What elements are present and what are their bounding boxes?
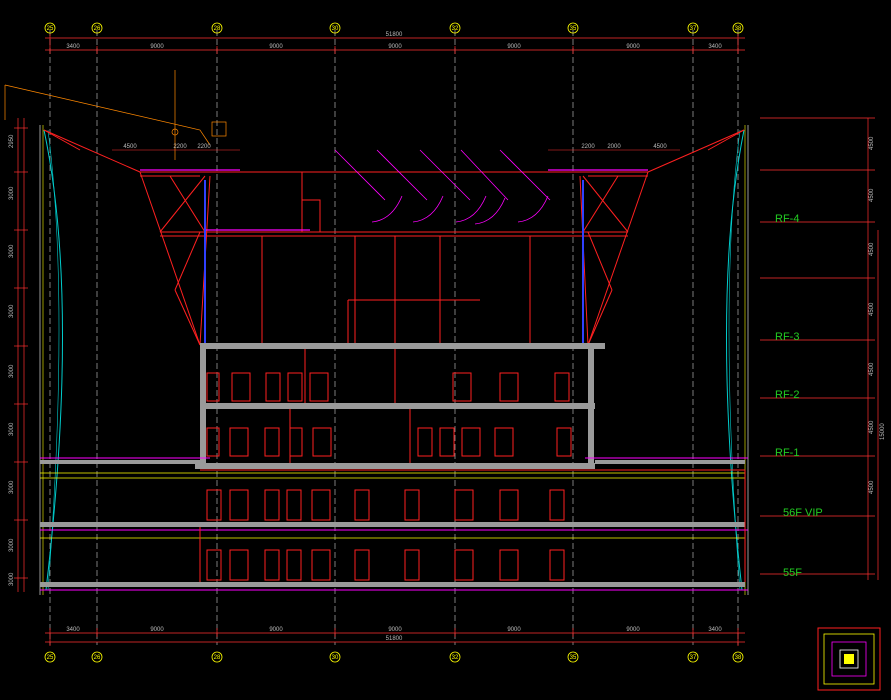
dim-text: 3000	[9, 538, 15, 552]
axis-label: 38	[735, 655, 742, 661]
right-dimension-chain	[760, 117, 879, 580]
curtain-wall-left	[39, 125, 63, 595]
dim-text: 9000	[150, 44, 164, 50]
roof-magenta-members	[140, 169, 648, 231]
dim-text: 3000	[9, 304, 15, 318]
top-dimension-lines	[45, 34, 745, 54]
yellow-lines	[40, 472, 745, 539]
grid-lines	[49, 30, 739, 645]
bottom-dimension-lines	[45, 628, 745, 646]
axis-label: 28	[214, 26, 221, 32]
dim-text: 4500	[869, 420, 875, 434]
dim-text: 3000	[9, 480, 15, 494]
level-label: 55F	[783, 567, 802, 579]
dim-text: 4500	[869, 302, 875, 316]
total-dimension-bottom: 51800	[386, 636, 403, 642]
level-label: 56F VIP	[783, 507, 823, 519]
axis-label: 26	[94, 655, 101, 661]
level-labels: RF-4 RF-3 RF-2 RF-1 56F VIP 55F	[775, 213, 823, 579]
axis-label: 32	[452, 655, 459, 661]
dim-text: 3400	[66, 627, 80, 633]
axis-label: 28	[214, 655, 221, 661]
axis-bubbles-bottom	[44, 651, 744, 663]
dim-text: 9000	[507, 44, 521, 50]
axis-labels-top: 25 26 28 30 32 35 37 38	[47, 26, 742, 32]
dim-text: 2000	[607, 144, 621, 150]
dim-text: 9000	[269, 44, 283, 50]
dim-text: 3000	[9, 422, 15, 436]
axis-label: 35	[570, 655, 577, 661]
axis-label: 35	[570, 26, 577, 32]
doors	[206, 372, 572, 581]
dim-text: 9000	[388, 627, 402, 633]
dim-text: 9000	[269, 627, 283, 633]
dim-text: 2200	[581, 144, 595, 150]
bottom-dimension-texts: 3400 9000 9000 9000 9000 9000 3400	[66, 627, 722, 633]
dim-text: 4500	[653, 144, 667, 150]
level-label: RF-4	[775, 213, 799, 225]
dim-text: 2950	[9, 134, 15, 148]
dim-text: 3000	[9, 244, 15, 258]
magenta-bands	[40, 457, 748, 591]
left-dim-texts: 2950 3000 3000 3000 3000 3000 3000 3000 …	[9, 134, 15, 586]
dim-text: 9000	[388, 44, 402, 50]
dim-text: 9000	[507, 627, 521, 633]
axis-label: 37	[690, 655, 697, 661]
axis-label: 32	[452, 26, 459, 32]
axis-labels-bottom: 25 26 28 30 32 35 37 38	[47, 655, 742, 661]
roof-truss	[43, 129, 745, 346]
dim-text: 4500	[123, 144, 137, 150]
right-dim-texts: 4500 4500 4500 4500 4500 4500 4500 15000	[869, 136, 886, 494]
top-dimension-texts: 3400 9000 9000 9000 9000 9000 3400	[66, 44, 722, 50]
dim-text: 2200	[197, 144, 211, 150]
dim-text: 4500	[869, 362, 875, 376]
key-plan	[817, 627, 881, 691]
level-label: RF-1	[775, 447, 799, 459]
dim-text: 4500	[869, 480, 875, 494]
dim-text: 4500	[869, 242, 875, 256]
dim-text: 3000	[9, 572, 15, 586]
dim-text: 3400	[708, 627, 722, 633]
axis-label: 30	[332, 655, 339, 661]
dim-text: 2200	[173, 144, 187, 150]
axis-label: 38	[735, 26, 742, 32]
blue-columns	[204, 180, 591, 460]
axis-label: 30	[332, 26, 339, 32]
floor-walls	[199, 299, 746, 582]
dim-text: 4500	[869, 188, 875, 202]
orange-leader	[4, 70, 227, 160]
truss-dim-texts: 4500 2200 2200 2200 2000 4500	[123, 144, 667, 150]
axis-bubbles-top	[44, 22, 744, 34]
dim-text: 4500	[869, 136, 875, 150]
axis-label: 26	[94, 26, 101, 32]
dim-text: 9000	[626, 627, 640, 633]
dim-text: 3000	[9, 364, 15, 378]
floor-slabs	[40, 343, 745, 587]
dim-text: 9000	[626, 44, 640, 50]
dim-text: 3400	[66, 44, 80, 50]
axis-label: 25	[47, 655, 54, 661]
axis-label: 37	[690, 26, 697, 32]
dim-text: 9000	[150, 627, 164, 633]
dim-text: 3400	[708, 44, 722, 50]
level-label: RF-2	[775, 389, 799, 401]
axis-label: 25	[47, 26, 54, 32]
left-dimension-chain	[14, 118, 28, 592]
slab-columns	[200, 349, 594, 463]
roof-dishes	[334, 149, 551, 225]
dim-text: 3000	[9, 186, 15, 200]
level-label: RF-3	[775, 331, 799, 343]
total-dimension: 51800	[386, 32, 403, 38]
dim-text: 15000	[880, 423, 886, 440]
